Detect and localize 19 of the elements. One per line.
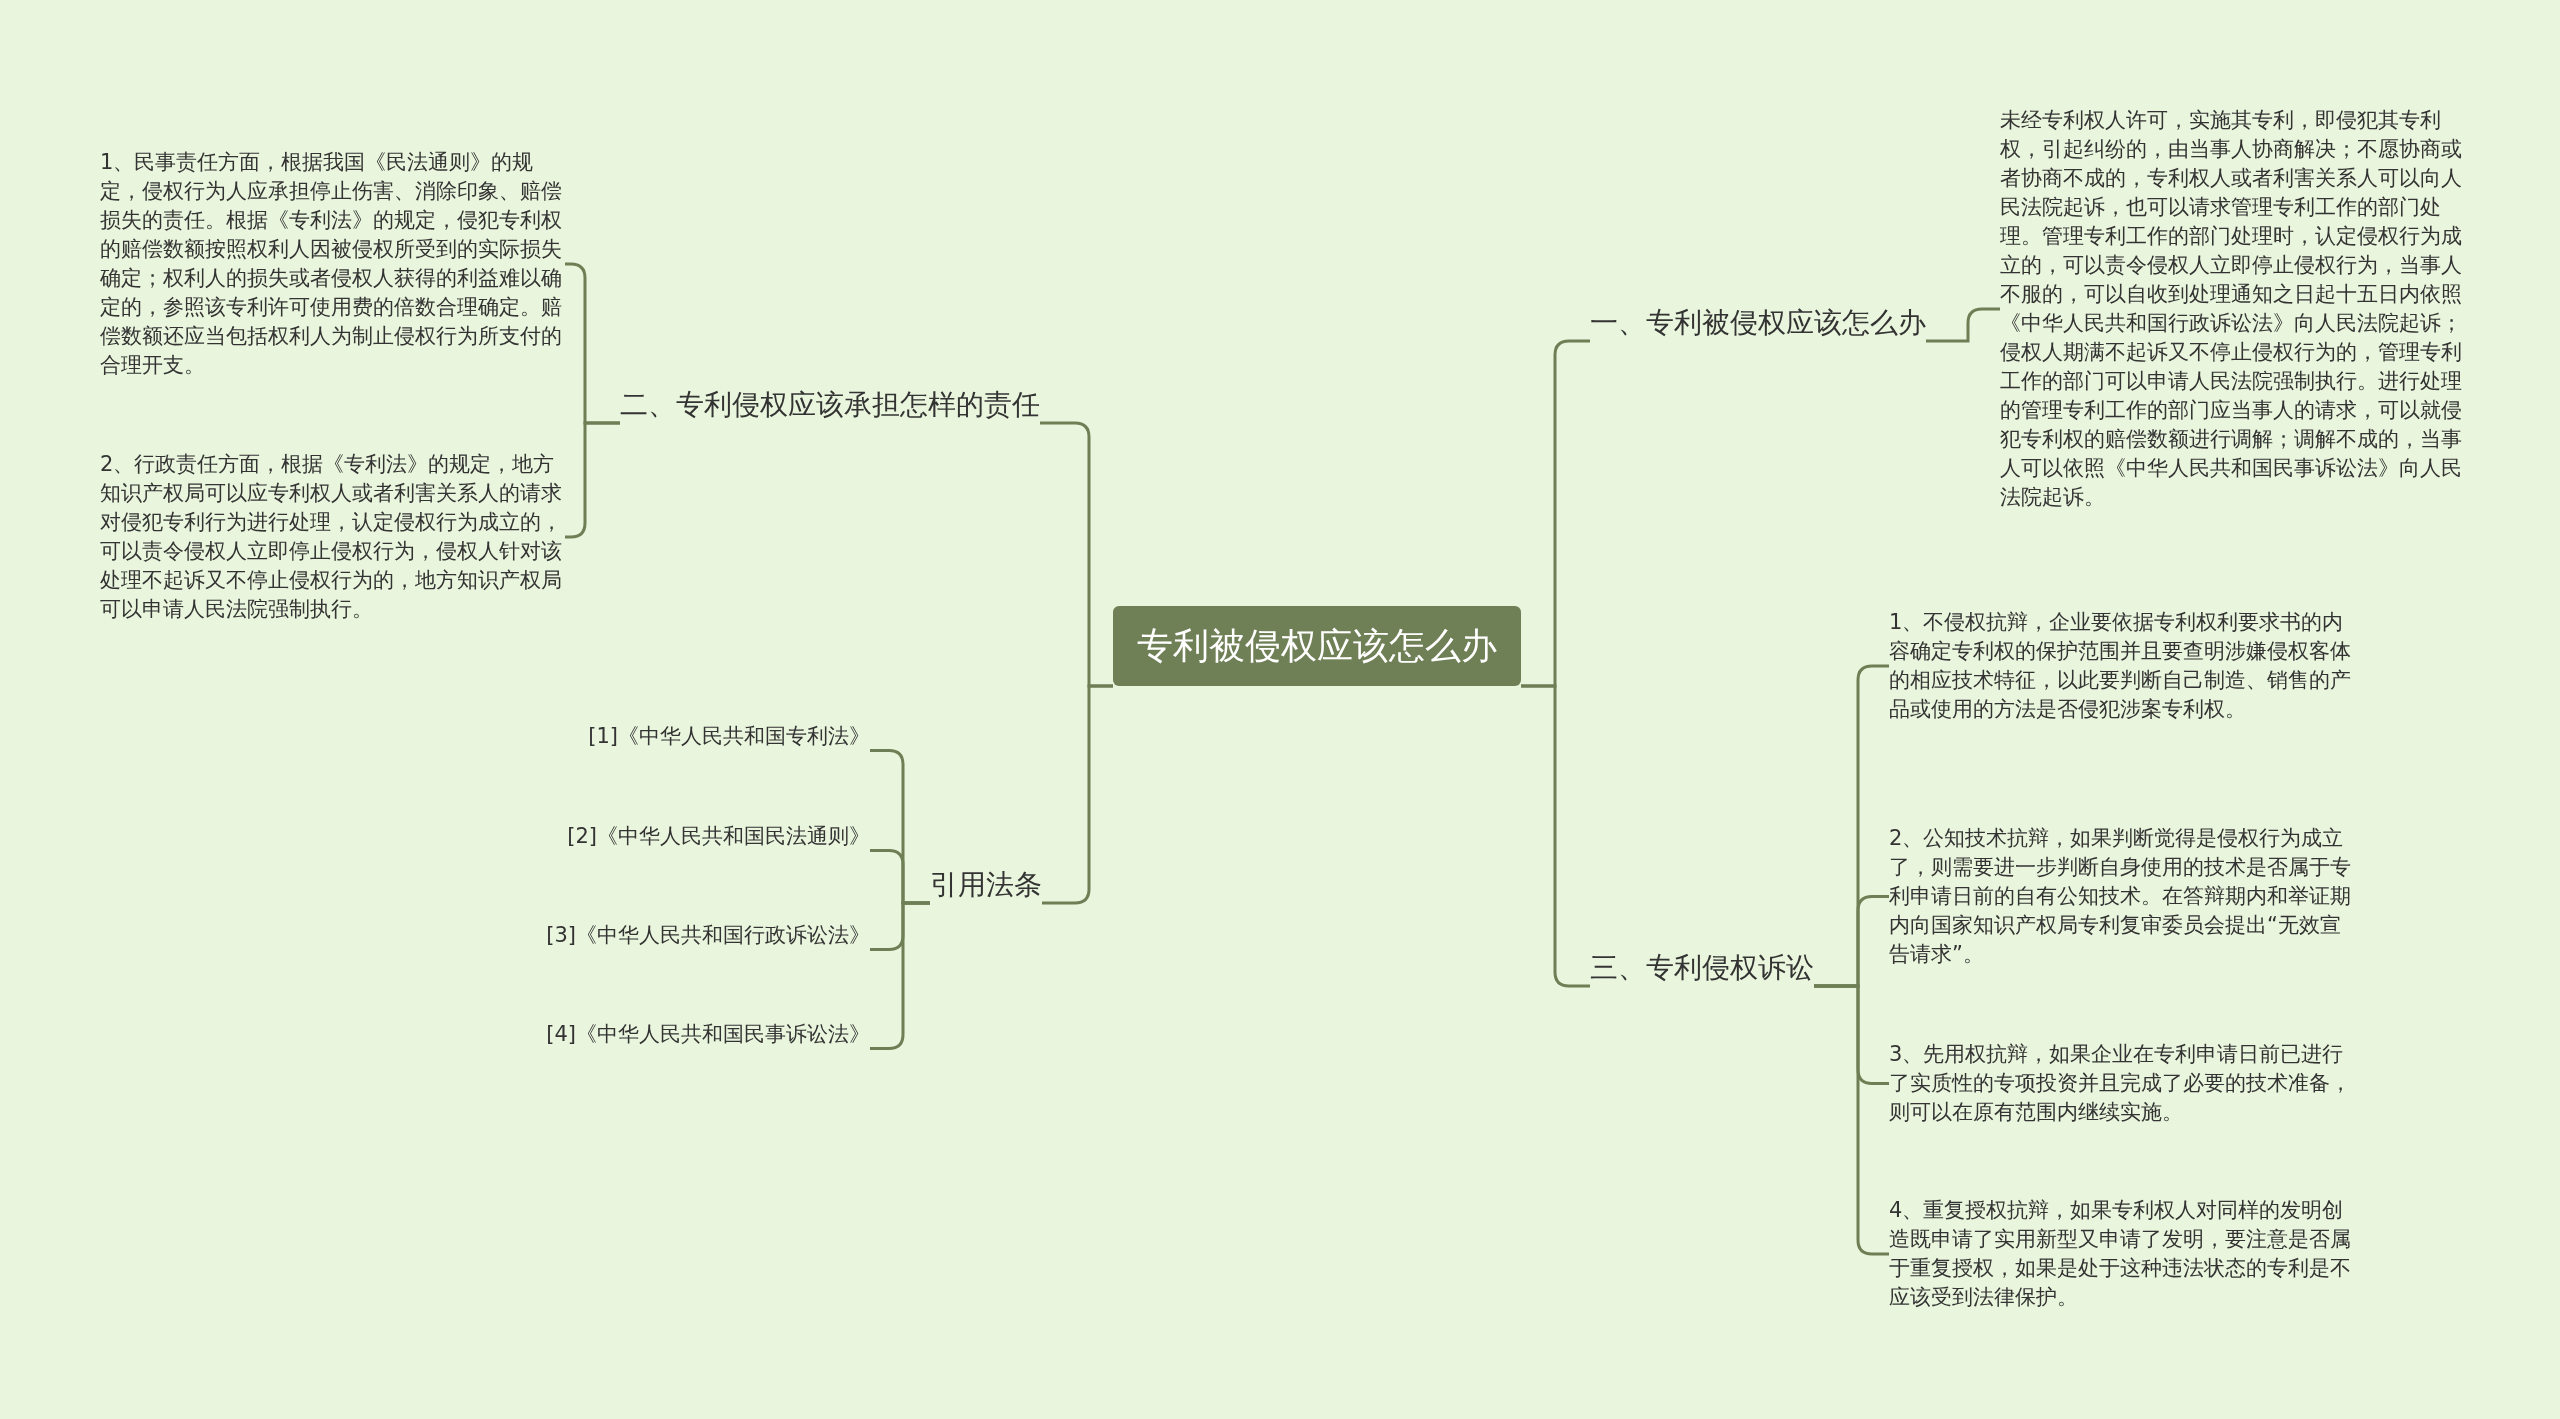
branch-topic: 引用法条 xyxy=(930,867,1042,903)
detail-text: 3、先用权抗辩，如果企业在专利申请日前已进行了实质性的专项投资并且完成了必要的技术准备，则可以在原有范围内继续实施。 xyxy=(1889,1040,2359,1127)
detail-text: 1、民事责任方面，根据我国《民法通则》的规定，侵权行为人应承担停止伤害、消除印象、赔偿损失的责任。根据《专利法》的规定，侵犯专利权的赔偿数额按照权利人因被侵权所受到的实际损失确定；权利人的损失或者侵权人获得的利益难以确定的，参照该专利许可使用费的倍数合理确定。赔偿数额还应当包括权利人为制止侵权行为所支付的合理开支。 xyxy=(100,148,565,380)
reference-text: [3]《中华人民共和国行政诉讼法》 xyxy=(546,920,870,950)
detail-text: 未经专利权人许可，实施其专利，即侵犯其专利权，引起纠纷的，由当事人协商解决；不愿协商或者协商不成的，专利权人或者利害关系人可以向人民法院起诉，也可以请求管理专利工作的部门处理。管理专利工作的部门处理时，认定侵权行为成立的，可以责令侵权人立即停止侵权行为，当事人不服的，可以自收到处理通知之日起十五日内依照《中华人民共和国行政诉讼法》向人民法院起诉；侵权人期满不起诉又不停止侵权行为的，管理专利工作的部门可以申请人民法院强制执行。进行处理的管理专利工作的部门应当事人的请求，可以就侵犯专利权的赔偿数额进行调解；调解不成的，当事人可以依照《中华人民共和国民事诉讼法》向人民法院起诉。 xyxy=(2000,106,2470,512)
reference-text: [1]《中华人民共和国专利法》 xyxy=(588,721,870,751)
reference-text: [4]《中华人民共和国民事诉讼法》 xyxy=(546,1019,870,1049)
branch-topic: 一、专利被侵权应该怎么办 xyxy=(1590,305,1926,341)
detail-text: 4、重复授权抗辩，如果专利权人对同样的发明创造既申请了实用新型又申请了发明，要注意是否属于重复授权，如果是处于这种违法状态的专利是不应该受到法律保护。 xyxy=(1889,1196,2359,1312)
branch-topic: 二、专利侵权应该承担怎样的责任 xyxy=(620,387,1040,423)
root-topic-box: 专利被侵权应该怎么办 xyxy=(1113,606,1521,686)
reference-text: [2]《中华人民共和国民法通则》 xyxy=(567,821,870,851)
connector-line xyxy=(1042,684,1113,905)
connector-line xyxy=(1926,307,2000,343)
branch-topic: 三、专利侵权诉讼 xyxy=(1590,950,1814,986)
connector-line xyxy=(1521,684,1590,988)
detail-text: 1、不侵权抗辩，企业要依据专利权利要求书的内容确定专利权的保护范围并且要查明涉嫌侵权客体的相应技术特征，以此要判断自己制造、销售的产品或使用的方法是否侵犯涉案专利权。 xyxy=(1889,608,2359,724)
detail-text: 2、公知技术抗辩，如果判断觉得是侵权行为成立了，则需要进一步判断自身使用的技术是否属于专利申请日前的自有公知技术。在答辩期内和举证期内向国家知识产权局专利复审委员会提出“无效宣告请求”。 xyxy=(1889,824,2359,969)
detail-text: 2、行政责任方面，根据《专利法》的规定，地方知识产权局可以应专利权人或者利害关系人的请求对侵犯专利行为进行处理，认定侵权行为成立的，可以责令侵权人立即停止侵权行为，侵权人针对该处理不起诉又不停止侵权行为的，地方知识产权局可以申请人民法院强制执行。 xyxy=(100,450,565,624)
